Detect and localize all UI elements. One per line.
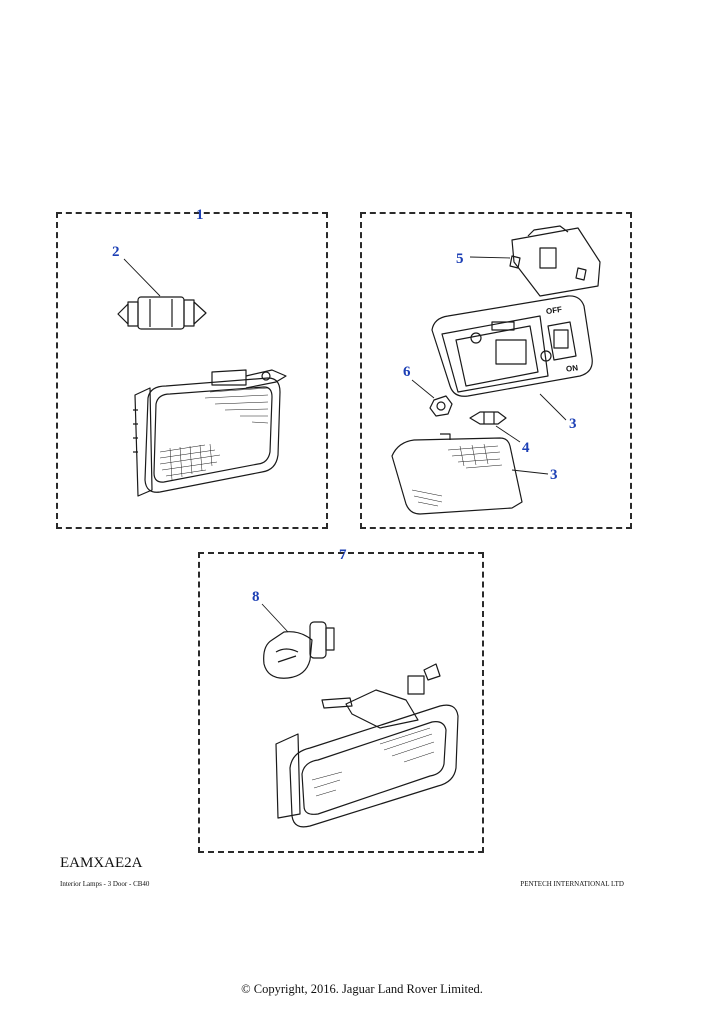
leader-5 — [469, 256, 511, 259]
diagram-reference: EAMXAE2A — [60, 855, 143, 871]
callout-3a[interactable]: 3 — [569, 416, 577, 432]
festoon-bulb-4 — [469, 411, 507, 425]
callout-6[interactable]: 6 — [403, 364, 411, 380]
interior-lamp-7 — [275, 663, 459, 828]
group-box-1 — [56, 212, 328, 529]
leader-4 — [495, 425, 521, 443]
group-box-3 — [360, 212, 632, 529]
interior-lamp-housing-1 — [133, 369, 287, 497]
festoon-bulb-2 — [117, 296, 207, 330]
leader-8 — [261, 603, 289, 633]
footer-title: Interior Lamps - 3 Door - CB40 — [60, 880, 150, 888]
capless-bulb-8 — [263, 621, 335, 679]
callout-3b[interactable]: 3 — [550, 467, 558, 483]
callout-7[interactable]: 7 — [339, 547, 347, 563]
leader-2 — [123, 258, 161, 297]
copyright-notice: © Copyright, 2016. Jaguar Land Rover Lim… — [241, 982, 483, 996]
leader-3b — [511, 469, 549, 475]
switch-lamp-3 — [431, 295, 593, 397]
group-box-7 — [198, 552, 484, 853]
nut-6 — [429, 395, 453, 417]
callout-5[interactable]: 5 — [456, 251, 464, 267]
callout-2[interactable]: 2 — [112, 244, 120, 260]
callout-1[interactable]: 1 — [196, 207, 204, 223]
lamp-lens-3 — [391, 433, 523, 515]
callout-8[interactable]: 8 — [252, 589, 260, 605]
switch-on-label: ON — [565, 363, 579, 374]
leader-6 — [411, 379, 435, 399]
leader-3a — [539, 393, 567, 421]
callout-4[interactable]: 4 — [522, 440, 530, 456]
footer-publisher: PENTECH INTERNATIONAL LTD — [520, 880, 624, 888]
bracket-5 — [509, 225, 601, 297]
